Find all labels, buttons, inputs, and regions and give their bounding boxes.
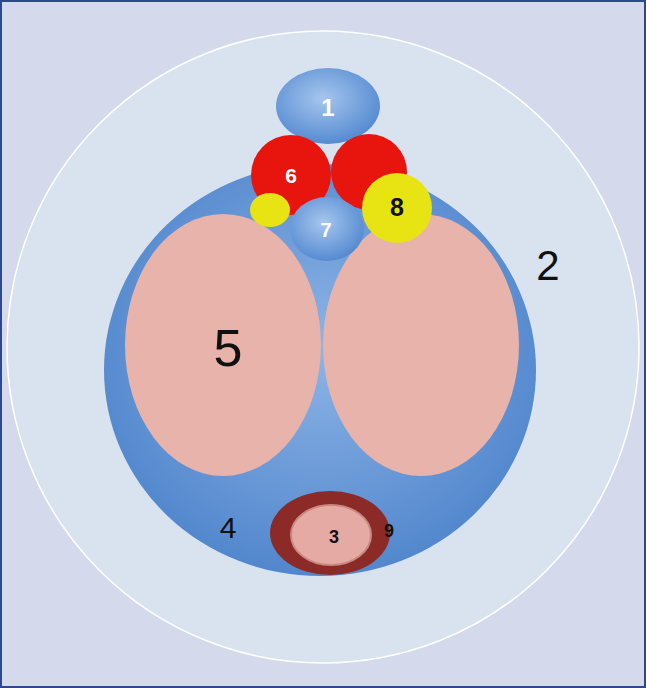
callout-number: 9 xyxy=(384,522,394,540)
callout-number: 1 xyxy=(321,96,334,120)
callout-number: 8 xyxy=(390,195,404,220)
nerve-right xyxy=(362,173,432,243)
outer-layer xyxy=(7,31,639,663)
urethra xyxy=(291,505,371,565)
callout-number: 3 xyxy=(329,528,339,546)
fascia-layer xyxy=(104,164,536,576)
callout-number: 7 xyxy=(320,220,331,240)
nerve-left xyxy=(250,193,290,227)
callout-number: 4 xyxy=(220,513,237,543)
corpus-cavernosum-right xyxy=(323,214,519,476)
corpus-cavernosum-left xyxy=(125,214,321,476)
callout-number: 5 xyxy=(214,322,243,374)
callout-number: 2 xyxy=(536,245,559,287)
top-vessel xyxy=(276,68,380,144)
spongiosum-ring xyxy=(270,491,390,575)
callout-number: 6 xyxy=(285,165,297,186)
deep-vein xyxy=(290,197,364,261)
